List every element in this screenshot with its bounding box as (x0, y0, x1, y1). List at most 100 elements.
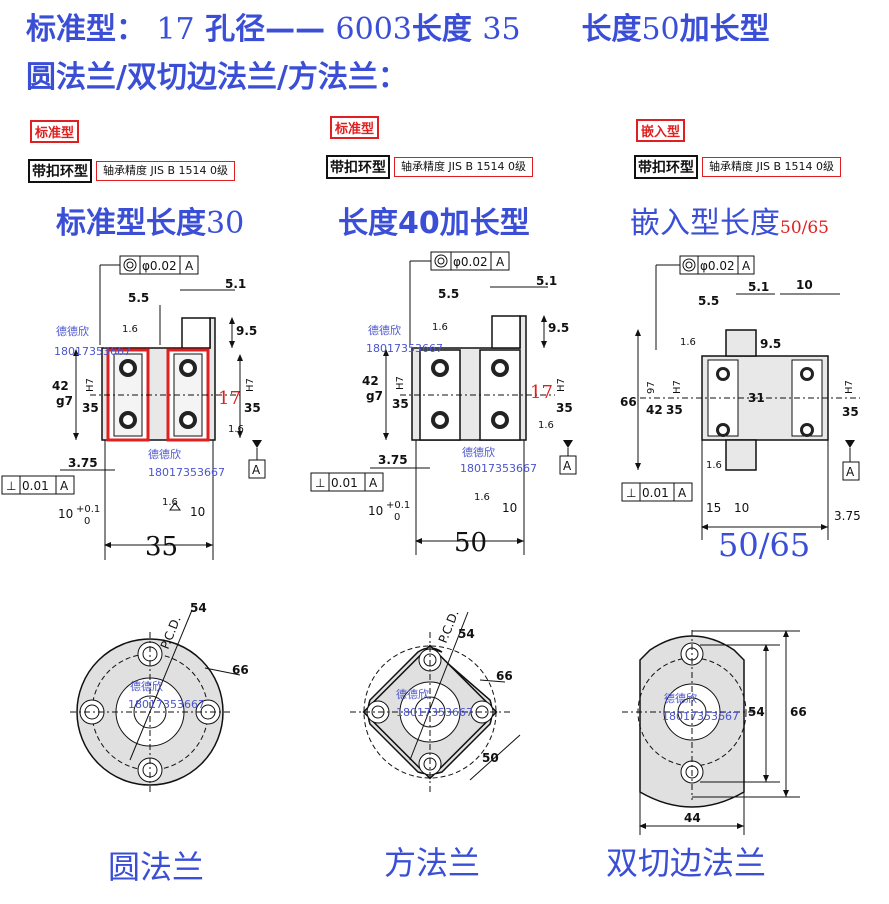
dim-label: 1.6 (228, 424, 244, 435)
panel-title-number: 40 (398, 206, 440, 241)
caption-round-flange: 圆法兰 (108, 848, 205, 886)
dim-label: A (369, 476, 378, 490)
panel-title-text: 加长型 (439, 206, 530, 241)
header-text: 长度 (581, 12, 642, 47)
perp-icon: ⊥ (626, 486, 636, 500)
dim-label: 66 (790, 705, 807, 719)
dim-label: φ0.02 (142, 259, 177, 273)
dim-label: 0 (394, 512, 400, 523)
panel-title: 标准型长度30 (56, 198, 244, 242)
watermark: 德德欣 (396, 687, 429, 701)
dim-label: H7 (556, 378, 567, 392)
dim-label: A (496, 255, 505, 269)
dim-label: 0.01 (22, 479, 49, 493)
length-label: 50/65 (718, 526, 811, 564)
dim-label: +0.1 (76, 504, 100, 515)
dim-label: 0 (84, 516, 90, 527)
dim-label: 44 (684, 811, 701, 825)
square-flange-view: 54 P.C.D. 66 50 德德欣 18017353667 (350, 608, 521, 792)
dim-label: 54 (190, 601, 207, 615)
spec-line: 带扣环型 轴承精度 JIS B 1514 0级 (326, 155, 533, 179)
spec-line: 带扣环型 轴承精度 JIS B 1514 0级 (634, 155, 841, 179)
dim-label: 10 (58, 507, 73, 521)
watermark: 德德欣 (462, 445, 495, 459)
dim-label: 15 (706, 501, 721, 515)
dim-label: 1.6 (474, 492, 490, 503)
header-text: 长度 (411, 12, 472, 47)
round-flange-view: 54 P.C.D. 66 德德欣 18017353667 (70, 601, 249, 792)
length-label: 35 (145, 532, 179, 562)
perp-icon: ⊥ (315, 476, 325, 490)
dim-label: 66 (232, 663, 249, 677)
dim-label: 5.1 (748, 280, 769, 294)
dim-label: H7 (672, 380, 683, 394)
dim-label: 97 (646, 381, 657, 394)
panel-title: 长度40加长型 (338, 198, 530, 242)
dim-label: g7 (56, 394, 73, 408)
dim-label: A (60, 479, 69, 493)
length-label: 50 (454, 528, 488, 558)
dim-label: 9.5 (236, 324, 257, 338)
watermark: 18017353667 (54, 345, 131, 358)
dim-label: 3.75 (378, 453, 408, 467)
dim-label: 1.6 (162, 497, 178, 508)
double-cut-flange-view: 54 66 44 德德欣 18017353667 (622, 630, 807, 835)
dim-label: A (742, 259, 751, 273)
dim-label-bore: 17 (218, 388, 241, 409)
panel-title-text: 嵌入型长度 (630, 206, 780, 241)
dim-label: 5.1 (536, 274, 557, 288)
panel-title-number: 50/65 (780, 218, 829, 238)
panel-title-text: 标准型长度 (56, 206, 206, 241)
dim-label: 5.5 (128, 291, 149, 305)
dim-label: g7 (366, 389, 383, 403)
dim-label: 10 (796, 278, 813, 292)
dim-label: 1.6 (432, 322, 448, 333)
dim-label: 66 (496, 669, 513, 683)
dim-label: φ0.02 (453, 255, 488, 269)
watermark: 18017353667 (366, 342, 443, 355)
spec-line: 带扣环型 轴承精度 JIS B 1514 0级 (28, 159, 235, 183)
watermark: 18017353667 (396, 706, 473, 719)
spec-key: 带扣环型 (326, 155, 390, 179)
dim-label: H7 (844, 380, 855, 394)
concentric-icon (434, 254, 448, 268)
perp-icon: ⊥ (6, 479, 16, 493)
spec-value: 轴承精度 JIS B 1514 0级 (394, 157, 533, 177)
watermark: 18017353667 (662, 710, 739, 723)
dim-label: 35 (666, 403, 683, 417)
dim-label: 3.75 (834, 509, 861, 523)
watermark: 18017353667 (128, 698, 205, 711)
panel-title-number: 30 (206, 206, 245, 241)
dim-label: A (563, 459, 572, 473)
dim-label: A (185, 259, 194, 273)
dim-label: 9.5 (548, 321, 569, 335)
dim-label: 35 (556, 401, 573, 415)
panel-title: 嵌入型长度50/65 (630, 198, 829, 242)
dim-label: 54 (458, 627, 475, 641)
dim-label: 35 (842, 405, 859, 419)
dim-label: 0.01 (331, 476, 358, 490)
watermark: 德德欣 (368, 323, 401, 337)
watermark: 德德欣 (148, 447, 181, 461)
header-text: 6003 (335, 12, 412, 47)
dim-label: 5.5 (438, 287, 459, 301)
section-view-standard: φ0.02 A 5.1 5.5 9.5 1.6 42 g7 35 H7 17 3… (1, 255, 266, 560)
header-text: 17 (156, 12, 195, 47)
header-text: 加长型 (679, 12, 770, 47)
header-line-2: 圆法兰/双切边法兰/方法兰： (26, 60, 408, 95)
dim-label: 1.6 (538, 420, 554, 431)
watermark: 18017353667 (148, 466, 225, 479)
section-view-embedded: φ0.02 A 5.1 10 5.5 9.5 1.6 66 42 97 35 H… (620, 255, 861, 540)
dim-label: 10 (734, 501, 749, 515)
spec-key: 带扣环型 (634, 155, 698, 179)
dim-label: 5.1 (225, 277, 246, 291)
watermark: 德德欣 (130, 679, 163, 693)
dim-label: 9.5 (760, 337, 781, 351)
dim-label: H7 (245, 378, 256, 392)
type-tag: 标准型 (30, 120, 80, 143)
concentric-icon (123, 258, 137, 272)
dim-label: 5.5 (698, 294, 719, 308)
dim-label: 0.01 (642, 486, 669, 500)
spec-key: 带扣环型 (28, 159, 92, 183)
